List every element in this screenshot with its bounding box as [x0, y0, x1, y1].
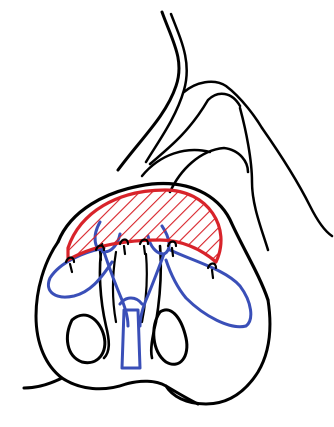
dorsum-line-inner [146, 14, 187, 162]
upper-lateral-fold-1 [184, 82, 262, 128]
alar-cheek-line [262, 128, 332, 236]
left-nostril [67, 315, 104, 363]
suture-6 [208, 264, 216, 279]
upper-lateral-fold-2 [150, 94, 240, 164]
columellar-strut [122, 310, 140, 368]
right-ala-outline [166, 300, 270, 404]
tip-graft [60, 185, 225, 270]
right-lateral-crus [166, 250, 251, 327]
right-nostril [154, 310, 187, 364]
left-ala-outline [24, 242, 62, 388]
tip-graft-hatch [60, 185, 225, 270]
nasal-base-line [62, 378, 198, 404]
